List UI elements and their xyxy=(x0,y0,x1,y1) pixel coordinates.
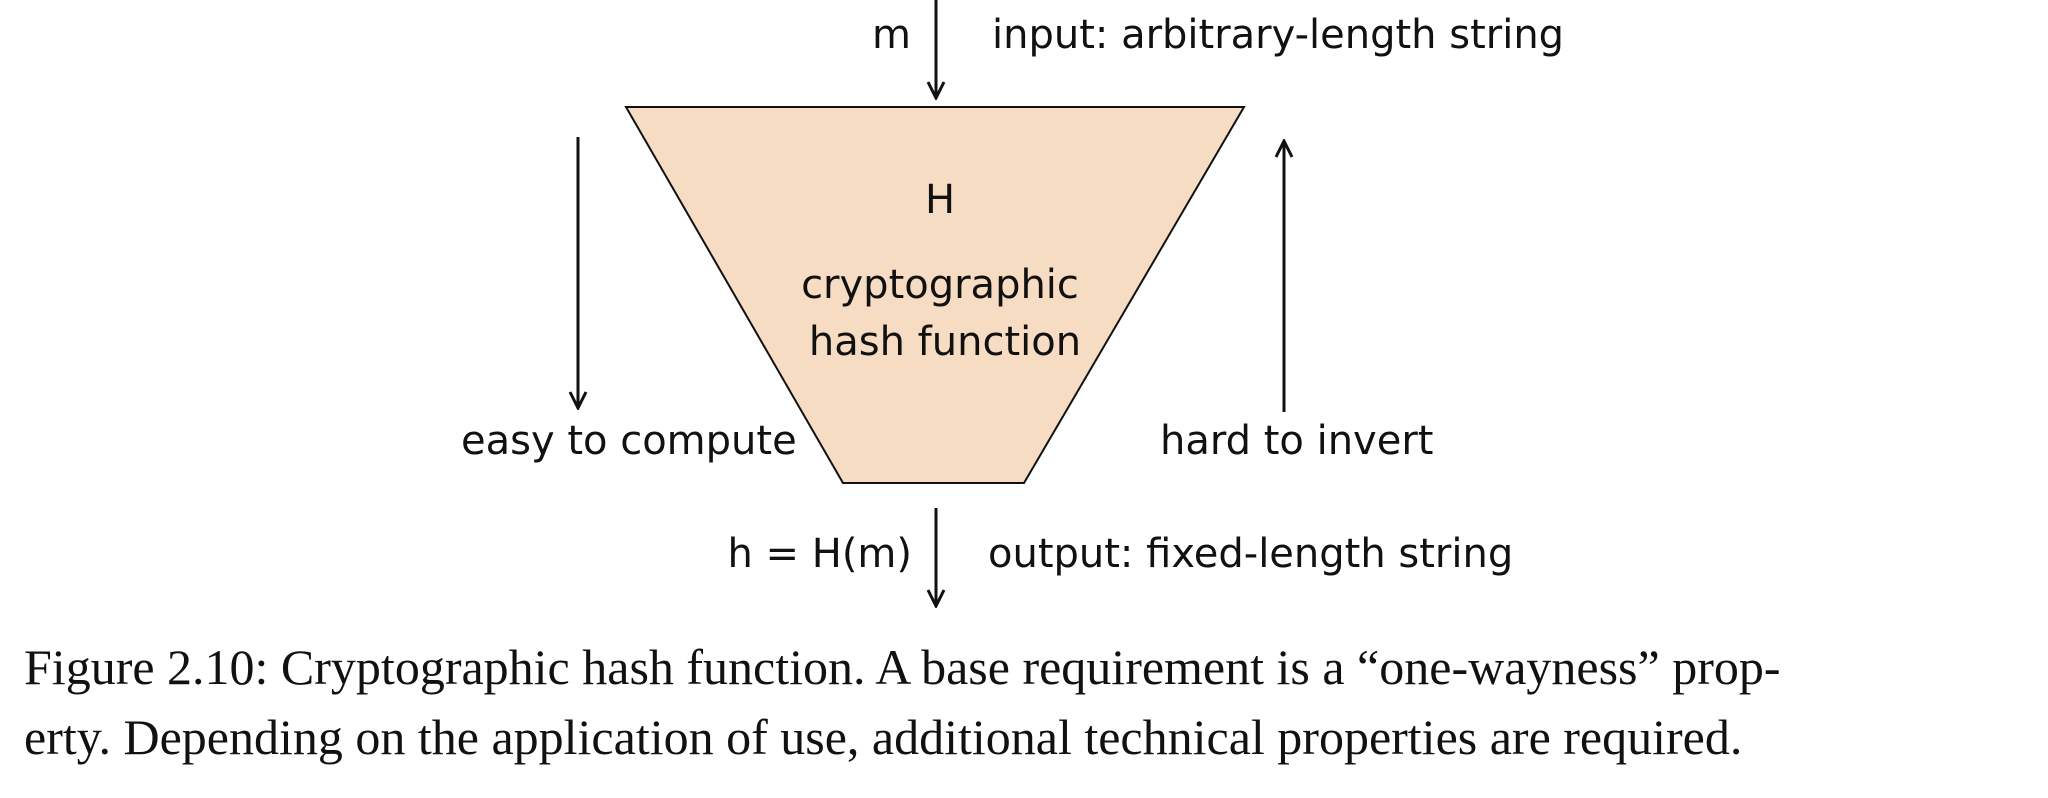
input-description-label: input: arbitrary-length string xyxy=(992,12,1564,58)
caption-line-1: Figure 2.10: Cryptographic hash function… xyxy=(24,639,1781,695)
hard-to-invert-label: hard to invert xyxy=(1160,418,1433,464)
output-description-label: output: fixed-length string xyxy=(988,531,1513,577)
figure-caption: Figure 2.10: Cryptographic hash function… xyxy=(24,632,2014,772)
hash-name-line1: cryptographic xyxy=(801,262,1079,308)
easy-to-compute-label: easy to compute xyxy=(461,418,797,464)
hash-symbol-label: H xyxy=(925,177,955,223)
caption-line-2: erty. Depending on the application of us… xyxy=(24,709,1743,765)
hash-funnel-shape xyxy=(624,106,1246,484)
output-variable-label: h = H(m) xyxy=(727,531,912,577)
hash-name-line2: hash function xyxy=(809,319,1081,365)
input-variable-label: m xyxy=(872,12,911,58)
